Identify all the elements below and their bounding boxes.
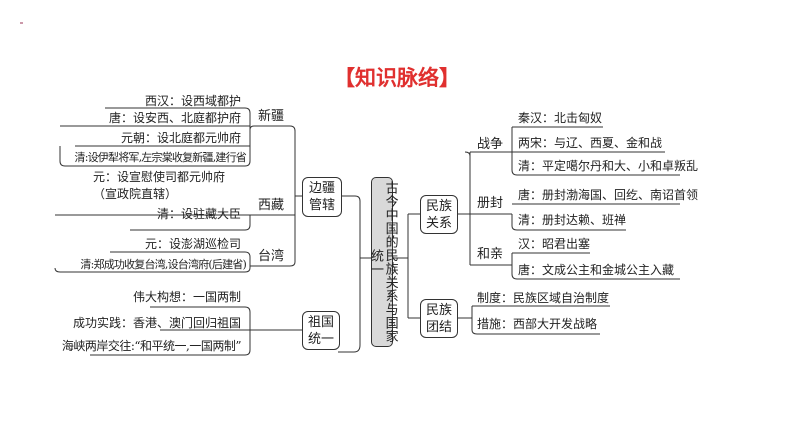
leaf-unify-2: 成功实践：香港、澳门回归祖国 [72,316,241,330]
leaf-war-2: 两宋：与辽、西夏、金和战 [518,136,663,150]
leaf-xizang-2: 清：设驻藏大臣 [156,207,241,221]
node-border-governance: 边疆管辖 [302,177,342,217]
page-title: 【知识脉络】 [334,66,460,90]
category-enfeoff: 册封 [477,196,504,211]
category-war: 战争 [477,137,504,152]
leaf-xinjiang-1: 西汉：设西域都护 [144,94,241,108]
category-marriage: 和亲 [477,247,504,262]
leaf-taiwan-2: 清:郑成功收复台湾,设台湾府(后建省) [80,258,246,271]
leaf-enfeoff-2: 清：册封达赖、班禅 [518,213,627,227]
category-xinjiang: 新疆 [258,109,285,124]
leaf-war-3: 清：平定噶尔丹和大、小和卓叛乱 [518,159,699,173]
leaf-unify-1: 伟大构想：一国两制 [132,290,241,304]
leaf-unify-3: 海峡两岸交往:“和平统一,一国两制” [61,339,242,353]
node-ethnic-relations: 民族关系 [420,195,458,234]
leaf-marriage-2: 唐：文成公主和金城公主入藏 [518,263,675,277]
category-taiwan: 台湾 [258,249,285,264]
leaf-xinjiang-2: 唐：设安西、北庭都护府 [108,111,241,125]
leaf-taiwan-1: 元：设澎湖巡检司 [144,237,241,251]
leaf-xizang-1: 元：设宣慰使司都元帅府（宣政院直辖） [93,170,226,201]
leaf-xinjiang-4: 清:设伊犁将军,左宗棠收复新疆,建行省 [74,151,247,164]
leaf-unity-1: 制度：民族区域自治制度 [477,291,610,305]
leaf-enfeoff-1: 唐：册封渤海国、回纥、南诏首领 [518,188,699,202]
leaf-war-1: 秦汉：北击匈奴 [518,111,603,125]
node-ethnic-unity: 民族团结 [420,299,458,338]
category-xizang: 西藏 [258,198,285,213]
decoration [20,22,23,24]
leaf-marriage-1: 汉：昭君出塞 [518,237,591,251]
node-national-unification: 祖国统一 [302,311,340,350]
leaf-xinjiang-3: 元朝：设北庭都元帅府 [120,131,241,145]
central-topic: 古今中国的民族关系与国家统一 [368,177,398,347]
leaf-unity-2: 措施：西部大开发战略 [477,317,598,331]
